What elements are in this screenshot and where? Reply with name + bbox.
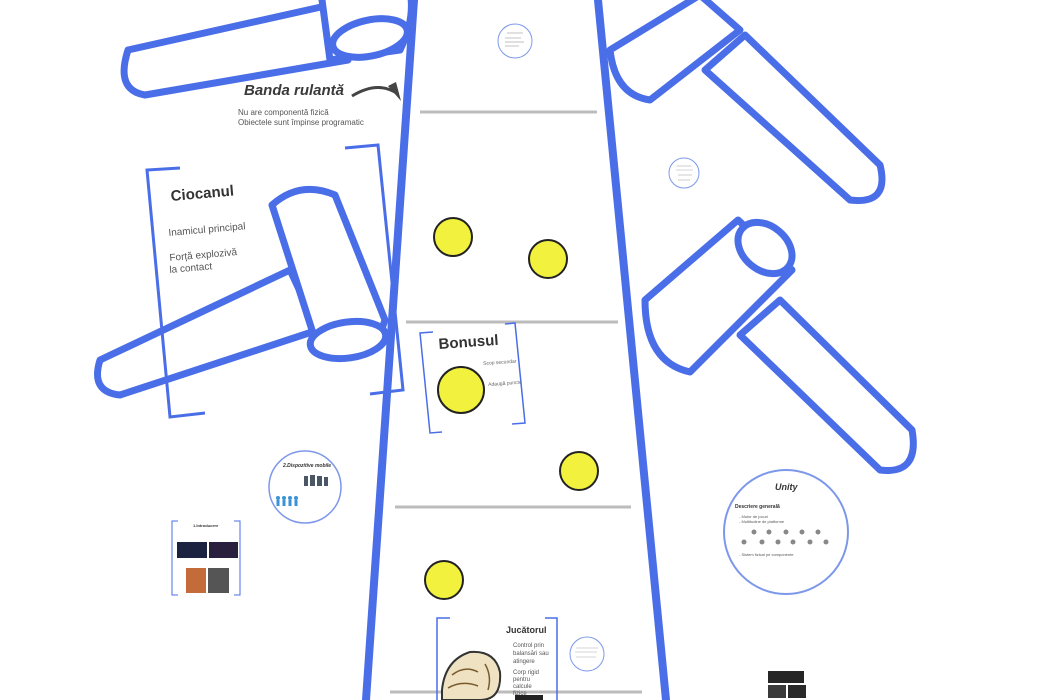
hammer-icon — [94, 185, 390, 399]
introducere-thumbnails — [177, 542, 238, 593]
people-icon — [276, 496, 298, 506]
arrowhead-icon — [388, 82, 401, 101]
banda-line: Nu are componentă fizică — [238, 108, 329, 117]
hammer-icon — [641, 216, 917, 474]
detail-circle — [668, 157, 700, 189]
jucatorul-line: pentru — [513, 677, 531, 683]
detail-lines — [676, 165, 693, 181]
jucatorul-title: Jucătorul — [506, 625, 547, 635]
introducere-frame — [171, 520, 241, 596]
jucatorul-circle-lines — [575, 647, 598, 658]
player-nut-icon — [441, 650, 502, 700]
hammer-icon — [606, 0, 886, 205]
overview-lines — [505, 32, 524, 47]
introducere-title: 1.Introducere — [193, 523, 219, 528]
jucatorul-line: atingere — [513, 659, 535, 665]
bottom-right-thumbnails — [768, 671, 806, 698]
jucatorul-line: Control prin — [513, 643, 545, 649]
unity-line: - Motor de jocuri — [739, 514, 768, 519]
belt-dividers — [390, 110, 642, 694]
conveyor-belt — [362, 0, 670, 700]
ciocanul-frame — [145, 143, 405, 419]
overview-circle — [497, 23, 533, 59]
platform-icons — [741, 529, 829, 545]
jucatorul-circle — [569, 636, 605, 672]
unity-heading: Descriere generală — [735, 504, 780, 510]
dispozitive-circle — [268, 450, 342, 524]
jucatorul-line: fizice — [513, 691, 527, 697]
dispozitive-title: 2.Dispozitive mobile — [283, 463, 332, 469]
banda-line: Obiectele sunt împinse programatic — [238, 118, 364, 127]
unity-line: - Multitudine de platforme — [739, 519, 785, 524]
phones-icon — [304, 475, 328, 486]
jucatorul-line: balansări sau — [513, 651, 549, 657]
unity-line: - Sistem fizical pe componente — [739, 552, 794, 557]
unity-title: Unity — [775, 482, 798, 492]
jucatorul-line: Corp rigid — [513, 670, 540, 676]
hammer-icon — [120, 0, 415, 99]
thumbnail-dark — [515, 695, 543, 700]
bonusul-frame — [419, 322, 526, 434]
bonus-coins — [424, 217, 599, 600]
banda-title: Banda rulantă — [244, 82, 345, 99]
jucatorul-line: calcule — [513, 684, 532, 690]
jucatorul-frame — [436, 617, 558, 700]
